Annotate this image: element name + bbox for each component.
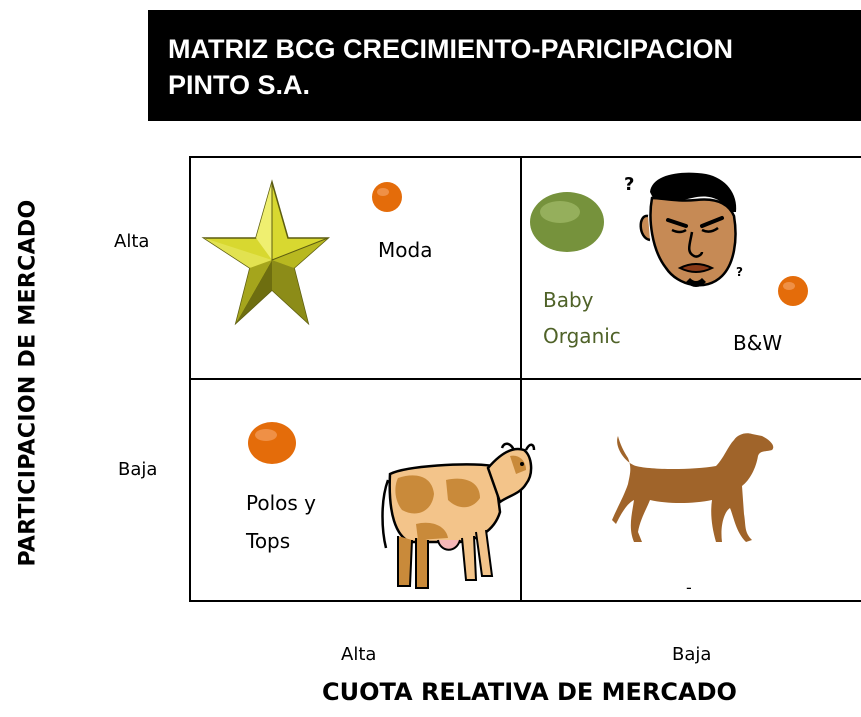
title-line-2: PINTO S.A. [168, 70, 311, 100]
product-polos-line2: Tops [246, 529, 291, 553]
star-icon [201, 179, 330, 326]
product-bw: B&W [733, 331, 783, 355]
title-banner: MATRIZ BCG CRECIMIENTO-PARICIPACION PINT… [148, 10, 861, 121]
x-label-high: Alta [341, 644, 377, 665]
svg-text:?: ? [736, 265, 743, 279]
title-line-1: MATRIZ BCG CRECIMIENTO-PARICIPACION [168, 34, 733, 64]
product-baby-line1: Baby [543, 288, 594, 312]
product-moda: Moda [378, 238, 433, 262]
dog-icon [612, 433, 774, 542]
matrix-horizontal-divider [189, 378, 861, 380]
product-baby-line2: Organic [543, 324, 621, 348]
x-axis-title: CUOTA RELATIVA DE MERCADO [322, 678, 737, 706]
question-man-icon: ? ? [624, 172, 743, 287]
moda-dot-icon [372, 182, 402, 212]
y-label-high: Alta [114, 231, 150, 252]
bw-dot-icon [778, 276, 808, 306]
svg-text:?: ? [624, 174, 634, 195]
baby-organic-dot-icon [530, 192, 604, 252]
product-polos-line1: Polos y [246, 491, 316, 515]
polos-dot-icon [248, 422, 296, 464]
y-axis-title: PARTICIPACION DE MERCADO [15, 199, 41, 567]
x-label-low: Baja [672, 644, 712, 665]
product-dog: - [686, 578, 692, 597]
y-label-low: Baja [118, 459, 158, 480]
cow-icon [381, 442, 536, 589]
